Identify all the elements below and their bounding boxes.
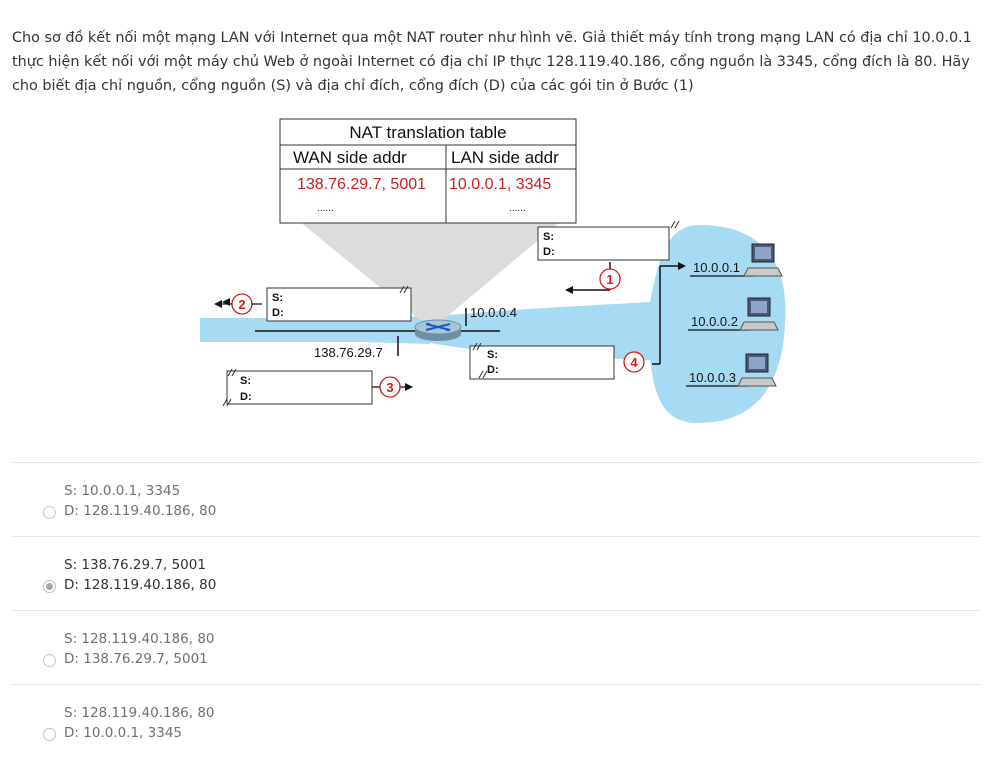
question-text: Cho sơ đồ kết nối một mạng LAN với Inter… (12, 30, 972, 94)
packet1-d: D: (543, 246, 555, 258)
divider (12, 462, 980, 463)
step2-number: 2 (238, 297, 245, 312)
answer-option-2[interactable]: S: 138.76.29.7, 5001 D: 128.119.40.186, … (40, 555, 940, 595)
lan-cloud (425, 225, 786, 424)
packet2-s: S: (272, 292, 283, 304)
computer-icon (739, 297, 779, 331)
packet4-s: S: (487, 349, 498, 361)
computer-icon (737, 353, 777, 387)
packet1-s: S: (543, 231, 554, 243)
packet2-d: D: (272, 307, 284, 319)
host-10-0-0-2: 10.0.0.2 (688, 297, 779, 331)
row-wan-value: 138.76.29.7, 5001 (297, 176, 426, 193)
step1-arrow (565, 286, 573, 294)
radio-button[interactable] (43, 654, 56, 667)
option-destination: D: 10.0.0.1, 3345 (64, 725, 182, 741)
option-source: S: 10.0.0.1, 3345 (64, 483, 181, 499)
option-destination: D: 128.119.40.186, 80 (64, 503, 217, 519)
divider (12, 684, 980, 685)
radio-button[interactable] (43, 506, 56, 519)
packet-step3: S: D: (222, 368, 373, 407)
computer-icon (743, 243, 783, 277)
option-destination: D: 128.119.40.186, 80 (64, 577, 217, 593)
step1-marker: 1 (599, 268, 621, 290)
nat-router-icon (414, 319, 462, 341)
radio-button[interactable] (43, 728, 56, 741)
step3-marker: 3 (379, 376, 401, 398)
table-callout (300, 222, 560, 320)
host-10-0-0-1: 10.0.0.1 (690, 243, 783, 277)
router-lan-ip: 10.0.0.4 (470, 305, 517, 320)
option-destination: D: 138.76.29.7, 5001 (64, 651, 208, 667)
host3-ip: 10.0.0.3 (689, 370, 736, 385)
col-wan-header: WAN side addr (293, 148, 407, 167)
step4-number: 4 (630, 355, 638, 370)
option-source: S: 128.119.40.186, 80 (64, 631, 215, 647)
host1-arrow (678, 262, 686, 270)
step2-marker: 2 (214, 293, 262, 315)
option-source: S: 128.119.40.186, 80 (64, 705, 215, 721)
answer-option-3[interactable]: S: 128.119.40.186, 80 D: 138.76.29.7, 50… (40, 629, 940, 669)
step4-marker: 4 (623, 351, 645, 373)
divider (12, 610, 980, 611)
row-lan-value: 10.0.0.1, 3345 (449, 176, 551, 193)
step3-number: 3 (386, 380, 393, 395)
packet3-d: D: (240, 391, 252, 403)
nat-table: NAT translation table WAN side addr LAN … (279, 118, 577, 224)
nat-diagram-svg: NAT translation table WAN side addr LAN … (200, 118, 786, 424)
host1-ip: 10.0.0.1 (693, 260, 740, 275)
row-wan-dots: ...... (317, 203, 334, 214)
divider (12, 536, 980, 537)
row-lan-dots: ...... (509, 203, 526, 214)
answer-option-1[interactable]: S: 10.0.0.1, 3345 D: 128.119.40.186, 80 (40, 481, 940, 521)
col-lan-header: LAN side addr (451, 148, 559, 167)
packet-step4: S: D: (469, 342, 615, 380)
wan-band (200, 318, 360, 342)
nat-diagram: NAT translation table WAN side addr LAN … (200, 110, 800, 430)
host2-ip: 10.0.0.2 (691, 314, 738, 329)
answer-option-4[interactable]: S: 128.119.40.186, 80 D: 10.0.0.1, 3345 (40, 703, 940, 743)
packet-step1: S: D: (537, 220, 680, 261)
step1-number: 1 (606, 272, 613, 287)
table-title: NAT translation table (349, 123, 506, 142)
router-wan-ip: 138.76.29.7 (314, 345, 383, 360)
packet3-s: S: (240, 375, 251, 387)
host-10-0-0-3: 10.0.0.3 (686, 353, 777, 387)
packet4-d: D: (487, 364, 499, 376)
wan-band-fade (360, 316, 430, 344)
packet-step2: S: D: (222, 285, 412, 322)
option-source: S: 138.76.29.7, 5001 (64, 557, 206, 573)
radio-button-selected[interactable] (43, 580, 56, 593)
step3-arrow (405, 383, 413, 391)
